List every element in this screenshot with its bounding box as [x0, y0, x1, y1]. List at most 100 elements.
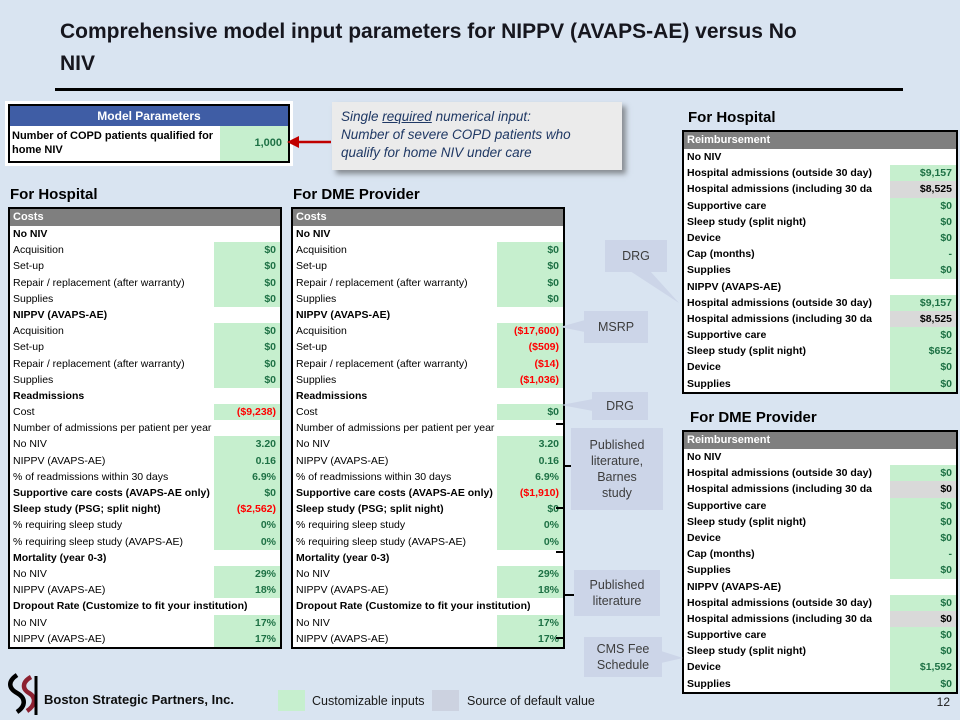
row-value-cell[interactable]: 0.16	[214, 452, 280, 469]
title-divider	[55, 88, 903, 91]
row-label: Device	[687, 231, 721, 244]
table-row: Acquisition$0	[10, 323, 280, 340]
row-value-cell[interactable]: -	[890, 246, 956, 263]
table-row: Dropout Rate (Customize to fit your inst…	[293, 598, 563, 614]
row-value-cell[interactable]: $0	[214, 258, 280, 275]
row-value-cell[interactable]: ($14)	[497, 355, 563, 372]
table-row: Sleep study (split night)$0	[684, 513, 956, 530]
table-row: Hospital admissions (outside 30 day)$0	[684, 465, 956, 482]
row-value-cell[interactable]: $0	[497, 258, 563, 275]
row-value-cell[interactable]: ($17,600)	[497, 323, 563, 340]
row-value-cell	[214, 226, 280, 243]
row-value-cell[interactable]: $9,157	[890, 165, 956, 182]
row-value-cell[interactable]: $0	[890, 594, 956, 611]
row-value-cell[interactable]: 29%	[497, 565, 563, 583]
table-row: Supplies$0	[684, 375, 956, 392]
row-value-cell[interactable]: ($9,238)	[214, 404, 280, 421]
row-value-cell[interactable]: 0%	[214, 533, 280, 550]
row-value-cell[interactable]: $0	[890, 513, 956, 530]
row-value-cell[interactable]: $0	[214, 323, 280, 340]
row-value-cell[interactable]: $0	[890, 359, 956, 376]
row-label: Supplies	[687, 564, 731, 577]
row-value-cell[interactable]: 0.16	[497, 452, 563, 469]
row-label: No NIV	[296, 567, 330, 580]
row-label: Supplies	[687, 264, 731, 277]
row-value-cell[interactable]: 17%	[497, 614, 563, 631]
row-value-cell[interactable]: $0	[214, 274, 280, 291]
row-label: Readmissions	[13, 389, 85, 402]
row-value-cell[interactable]: 6.9%	[214, 468, 280, 485]
row-value-cell[interactable]: $0	[890, 327, 956, 344]
row-value-cell[interactable]: $1,592	[890, 659, 956, 676]
row-value-cell[interactable]: $0	[890, 262, 956, 279]
row-value-cell[interactable]: $0	[890, 197, 956, 214]
row-value-cell[interactable]: $0	[890, 375, 956, 392]
model-parameters-table: Model Parameters Number of COPD patients…	[5, 101, 293, 166]
row-value-cell[interactable]: $0	[890, 529, 956, 547]
row-value-cell[interactable]: 0%	[497, 533, 563, 550]
row-label: % requiring sleep study (AVAPS-AE)	[296, 535, 467, 548]
row-value-cell[interactable]: 18%	[497, 582, 563, 599]
row-value-cell[interactable]: 18%	[214, 582, 280, 599]
table-row: Supportive care$0	[684, 497, 956, 514]
row-value-cell[interactable]: $0	[890, 229, 956, 247]
table-row: NIPPV (AVAPS-AE)	[684, 578, 956, 595]
row-value-cell[interactable]: 17%	[214, 614, 280, 631]
callout-published-literature: Published literature	[574, 570, 660, 616]
row-value-cell	[497, 549, 563, 566]
row-value-cell[interactable]: 17%	[214, 630, 280, 647]
row-label: Sleep study (PSG; split night)	[296, 503, 444, 516]
table-row: Acquisition$0	[293, 242, 563, 259]
row-value-cell[interactable]: $0	[890, 497, 956, 514]
row-label: No NIV	[296, 616, 330, 629]
row-value-cell[interactable]: $0	[890, 465, 956, 482]
row-value-cell[interactable]: $0	[214, 242, 280, 259]
row-value-cell[interactable]: $0	[214, 339, 280, 356]
row-value-cell[interactable]: $0	[214, 290, 280, 307]
row-value-cell[interactable]: $0	[497, 290, 563, 307]
row-label: Dropout Rate (Customize to fit your inst…	[13, 600, 248, 613]
row-value-cell[interactable]: 0%	[497, 517, 563, 534]
row-value-cell[interactable]: $0	[214, 485, 280, 502]
row-label: NIPPV (AVAPS-AE)	[296, 584, 389, 597]
drg2-pointer	[561, 399, 593, 411]
row-value-cell[interactable]: ($2,562)	[214, 501, 280, 518]
row-value-cell[interactable]: $0	[890, 643, 956, 660]
table-row: NIPPV (AVAPS-AE)0.16	[293, 452, 563, 469]
row-value-cell[interactable]: $9,157	[890, 294, 956, 311]
row-value-cell[interactable]: $0	[214, 371, 280, 388]
row-value-cell[interactable]: $0	[497, 242, 563, 259]
row-label: NIPPV (AVAPS-AE)	[687, 580, 782, 593]
row-value-cell[interactable]: $0	[890, 562, 956, 579]
row-value-cell[interactable]: 0%	[214, 517, 280, 534]
row-value-cell[interactable]: 17%	[497, 630, 563, 647]
row-value-cell[interactable]: $0	[890, 213, 956, 230]
row-value-cell[interactable]: $0	[497, 501, 563, 518]
row-value-cell[interactable]: 3.20	[497, 436, 563, 453]
row-value-cell[interactable]: ($1,910)	[497, 485, 563, 502]
row-label: No NIV	[13, 616, 47, 629]
row-value-cell[interactable]: $652	[890, 343, 956, 360]
row-value-cell[interactable]: 3.20	[214, 436, 280, 453]
row-value-cell[interactable]: ($509)	[497, 339, 563, 356]
row-value-cell[interactable]: 6.9%	[497, 468, 563, 485]
row-label: Supportive care	[687, 199, 767, 212]
row-value-cell[interactable]: $0	[890, 627, 956, 644]
table-row: Hospital admissions (including 30 da$8,5…	[684, 181, 956, 198]
row-value-cell[interactable]: $0	[214, 355, 280, 372]
row-value-cell[interactable]: ($1,036)	[497, 371, 563, 388]
callout-msrp: MSRP	[584, 311, 648, 343]
copd-patients-input[interactable]: 1,000	[220, 126, 288, 161]
row-label: Supportive care costs (AVAPS-AE only)	[296, 487, 493, 499]
row-label: NIPPV (AVAPS-AE)	[687, 280, 782, 293]
table-row: Number of COPD patients qualified for ho…	[10, 126, 288, 161]
row-value-cell[interactable]: 29%	[214, 565, 280, 583]
row-label: NIPPV (AVAPS-AE)	[296, 308, 391, 321]
row-value-cell[interactable]: $0	[497, 404, 563, 421]
row-value-cell[interactable]: $0	[890, 675, 956, 692]
row-value-cell[interactable]: $0	[497, 274, 563, 291]
row-value-cell[interactable]: -	[890, 546, 956, 563]
